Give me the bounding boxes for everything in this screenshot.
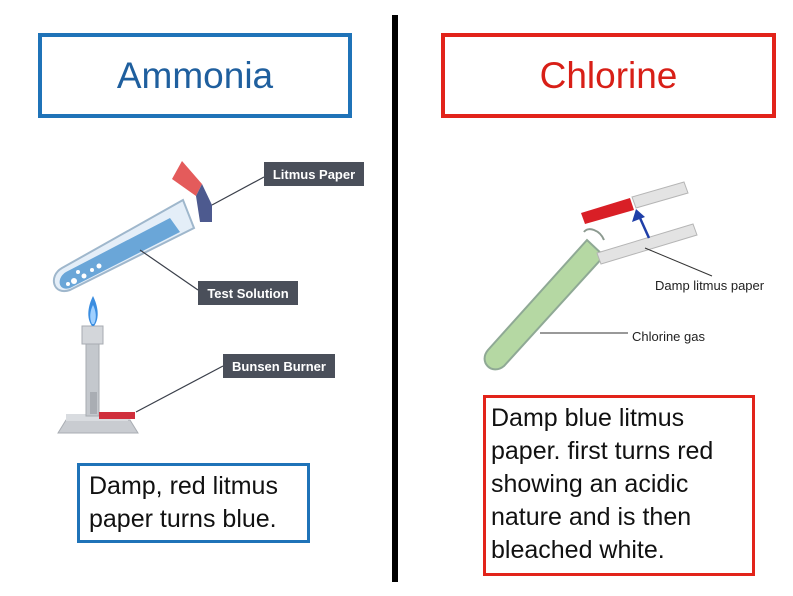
chlorine-title-box: Chlorine [441,33,776,118]
bunsen-burner-icon [57,296,139,434]
ammonia-caption: Damp, red litmus paper turns blue. [89,472,278,533]
litmus-paper-tag [264,162,364,186]
burner-pointer-line [135,365,224,413]
test-solution-tag [198,281,298,305]
chlorine-gas-label: Chlorine gas [632,329,705,344]
chlorine-caption: Damp blue litmus paper. first turns red … [491,404,714,564]
damp-litmus-label: Damp litmus paper [655,278,765,293]
chlorine-title: Chlorine [539,54,678,96]
test-solution-label: Test Solution [207,286,288,301]
ammonia-title: Ammonia [116,54,274,96]
center-divider [392,15,398,582]
damp-litmus-pointer-line [644,247,713,277]
bunsen-burner-label: Bunsen Burner [232,359,326,374]
arrow-up-icon [632,209,651,239]
litmus-paper-label: Litmus Paper [273,167,355,182]
solution-pointer-line [139,249,199,291]
litmus-paper-icon [172,161,212,222]
ammonia-caption-box: Damp, red litmus paper turns blue. [77,463,310,543]
chlorine-caption-box: Damp blue litmus paper. first turns red … [483,395,755,576]
ammonia-title-box: Ammonia [38,33,352,118]
bunsen-burner-tag [223,354,335,378]
damp-litmus-strips [581,181,698,265]
test-tube-icon [52,198,196,293]
green-test-tube-icon [483,228,606,371]
litmus-pointer-line [211,176,265,206]
